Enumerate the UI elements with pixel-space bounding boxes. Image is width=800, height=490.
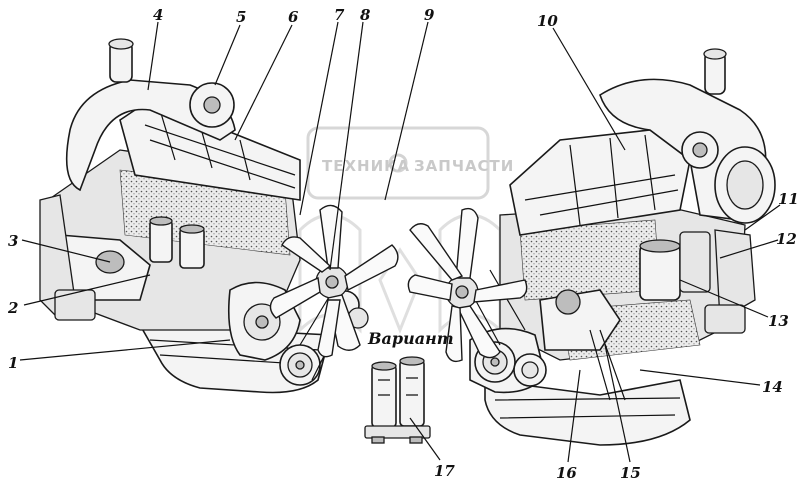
callout-4: 4 xyxy=(153,6,163,24)
callout-11: 11 xyxy=(778,190,799,208)
callout-13: 13 xyxy=(768,312,789,330)
watermark-left-text: ТЕХНИКА xyxy=(322,157,410,175)
callout-8: 8 xyxy=(360,6,371,24)
callout-17: 17 xyxy=(434,462,455,480)
callout-1: 1 xyxy=(8,354,18,372)
gear-icon xyxy=(388,153,408,173)
left-engine xyxy=(39,38,399,394)
callout-9: 9 xyxy=(424,6,435,24)
variant-filter-a xyxy=(371,364,397,428)
right-oil-pan xyxy=(484,379,691,446)
variant-filter-b xyxy=(399,359,425,427)
callout-14: 14 xyxy=(762,378,783,396)
left-fan xyxy=(269,204,399,358)
variant-filter-assembly xyxy=(364,356,431,444)
watermark-right-text: ЗАПЧАСТИ xyxy=(414,157,514,175)
callout-5: 5 xyxy=(236,8,246,26)
callout-2: 2 xyxy=(7,299,18,317)
right-engine xyxy=(407,48,776,446)
variant-label: Вариант xyxy=(367,329,454,348)
right-fan xyxy=(407,207,528,363)
right-oil-filter xyxy=(639,244,681,301)
leader-lines xyxy=(19,21,781,463)
callout-10: 10 xyxy=(537,12,558,30)
callout-6: 6 xyxy=(288,8,299,26)
callout-15: 15 xyxy=(620,464,641,482)
callout-7: 7 xyxy=(334,6,345,24)
callout-12: 12 xyxy=(776,230,797,248)
callout-3: 3 xyxy=(8,232,18,250)
left-oil-filter-b xyxy=(179,227,205,269)
left-oil-filter-a xyxy=(149,219,173,263)
callout-16: 16 xyxy=(556,464,577,482)
